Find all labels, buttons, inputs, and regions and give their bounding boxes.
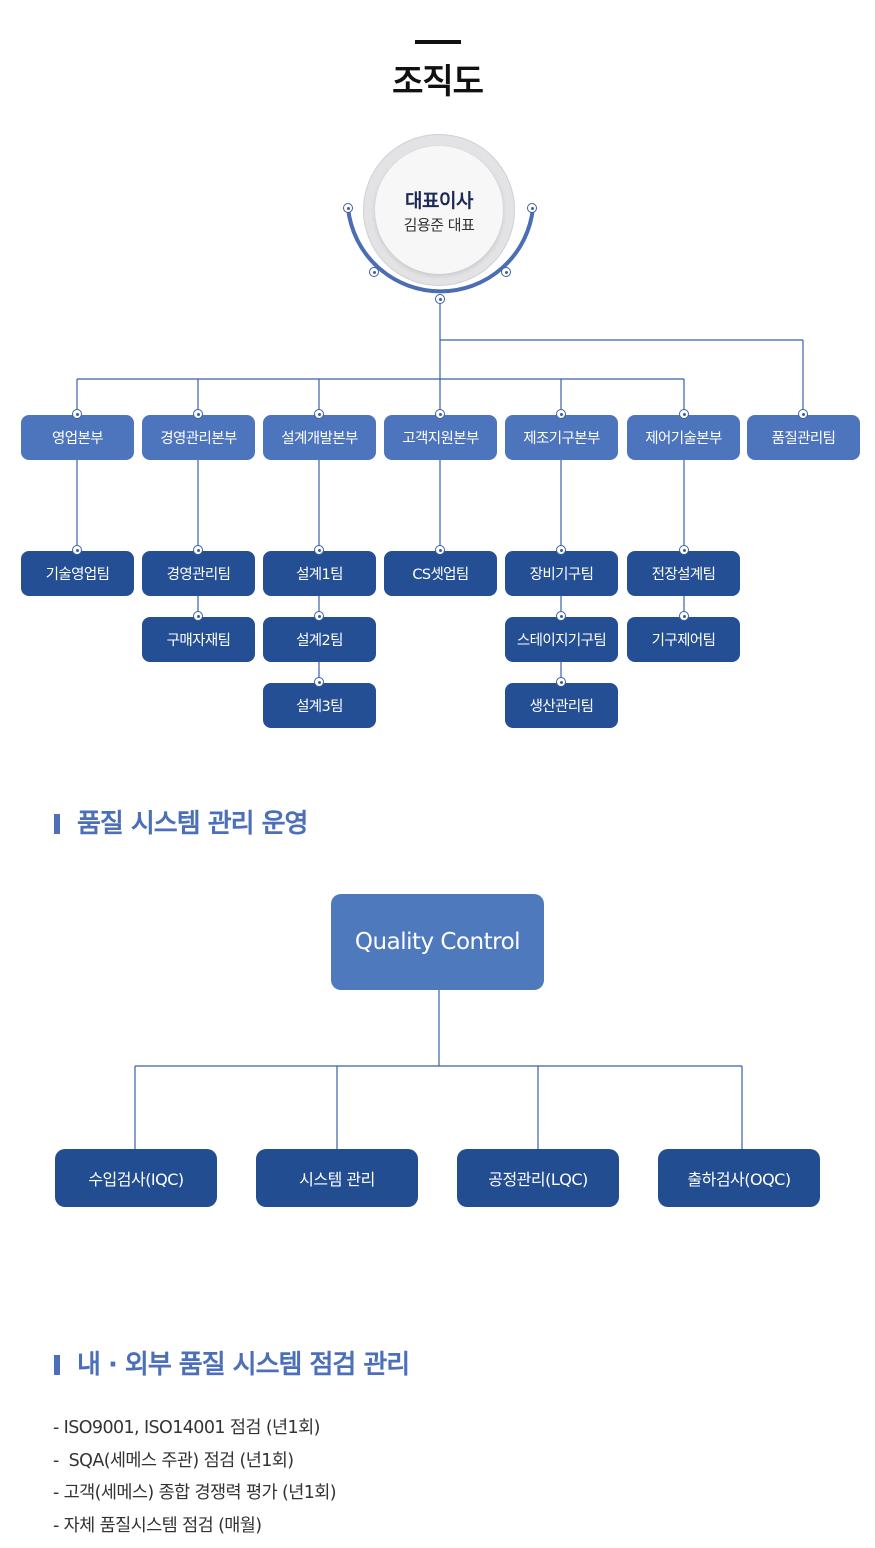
team-node-icon <box>314 545 324 555</box>
division-node-icon <box>314 409 324 419</box>
team-box: 생산관리팀 <box>505 683 618 728</box>
team-node-icon <box>435 545 445 555</box>
team-node-icon <box>314 611 324 621</box>
title-bar <box>415 40 461 44</box>
audit-item: - 자체 품질시스템 점검 (매월) <box>53 1515 262 1536</box>
page-title: 조직도 <box>392 62 484 102</box>
audit-item: - ISO9001, ISO14001 점검 (년1회) <box>53 1418 320 1438</box>
qc-child-iqc: 수입검사(IQC) <box>55 1149 217 1207</box>
team-box: 설계2팀 <box>263 617 376 662</box>
heading-bar-icon <box>54 1355 60 1375</box>
team-node-icon <box>556 611 566 621</box>
ceo-title: 대표이사 <box>405 190 473 212</box>
division-management: 경영관리본부 <box>142 415 255 460</box>
arc-node-icon <box>369 267 379 277</box>
qc-child-lqc: 공정관리(LQC) <box>457 1149 619 1207</box>
team-box: 구매자재팀 <box>142 617 255 662</box>
audit-list: - ISO9001, ISO14001 점검 (년1회) - SQA(세메스 주… <box>53 1412 337 1542</box>
division-manufacturing: 제조기구본부 <box>505 415 618 460</box>
qc-child-system: 시스템 관리 <box>256 1149 418 1207</box>
team-node-icon <box>193 545 203 555</box>
quality-section-heading: 품질 시스템 관리 운영 <box>54 803 308 840</box>
team-node-icon <box>679 545 689 555</box>
team-box: 기술영업팀 <box>21 551 134 596</box>
division-quality: 품질관리팀 <box>747 415 860 460</box>
quality-section-title: 품질 시스템 관리 운영 <box>77 809 308 839</box>
team-node-icon <box>314 677 324 687</box>
division-node-icon <box>679 409 689 419</box>
team-box: 스테이지기구팀 <box>505 617 618 662</box>
team-box: 전장설계팀 <box>627 551 740 596</box>
audit-item: - 고객(세메스) 종합 경쟁력 평가 (년1회) <box>53 1483 337 1503</box>
ceo-name: 김용준 대표 <box>403 216 475 234</box>
arc-node-icon <box>501 267 511 277</box>
team-box: 기구제어팀 <box>627 617 740 662</box>
division-node-icon <box>435 409 445 419</box>
team-box: 설계1팀 <box>263 551 376 596</box>
audit-item: - SQA(세메스 주관) 점검 (년1회) <box>53 1450 294 1471</box>
arc-node-icon <box>527 203 537 213</box>
division-control-tech: 제어기술본부 <box>627 415 740 460</box>
division-node-icon <box>193 409 203 419</box>
audit-section-title: 내 · 외부 품질 시스템 점검 관리 <box>77 1350 410 1380</box>
team-box: CS셋업팀 <box>384 551 497 596</box>
division-customer-support: 고객지원본부 <box>384 415 497 460</box>
division-node-icon <box>556 409 566 419</box>
team-box: 장비기구팀 <box>505 551 618 596</box>
division-design: 설계개발본부 <box>263 415 376 460</box>
team-node-icon <box>556 677 566 687</box>
team-node-icon <box>72 545 82 555</box>
team-box: 설계3팀 <box>263 683 376 728</box>
team-box: 경영관리팀 <box>142 551 255 596</box>
org-connectors <box>76 207 804 682</box>
team-node-icon <box>193 611 203 621</box>
quality-control-root: Quality Control <box>331 894 544 990</box>
division-node-icon <box>798 409 808 419</box>
team-node-icon <box>679 611 689 621</box>
division-sales: 영업본부 <box>21 415 134 460</box>
arc-node-icon <box>343 203 353 213</box>
qc-child-oqc: 출하검사(OQC) <box>658 1149 820 1207</box>
arc-node-icon <box>435 294 445 304</box>
team-node-icon <box>556 545 566 555</box>
audit-section-heading: 내 · 외부 품질 시스템 점검 관리 <box>54 1344 410 1381</box>
heading-bar-icon <box>54 814 60 834</box>
ceo-circle: 대표이사 김용준 대표 <box>375 146 503 274</box>
division-node-icon <box>72 409 82 419</box>
